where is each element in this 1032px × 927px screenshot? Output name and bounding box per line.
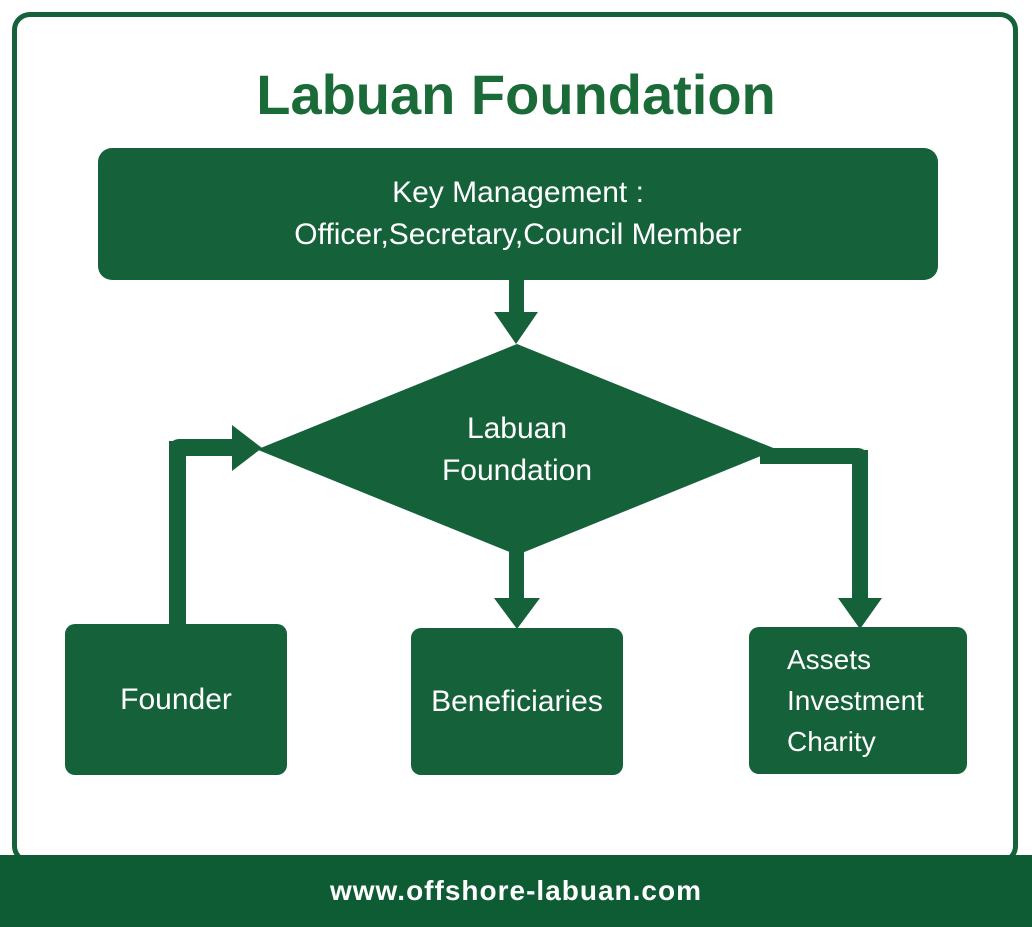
diamond-line2: Foundation [441, 453, 593, 487]
assets-line2: Investment [787, 685, 924, 716]
node-beneficiaries: Beneficiaries [411, 628, 623, 775]
diamond-line1: Labuan [466, 411, 568, 445]
arrowhead-down-icon [494, 598, 540, 629]
key-management-line2: Officer,Secretary,Council Member [294, 218, 742, 251]
connector-right-vertical-line [852, 450, 868, 599]
key-management-box: Key Management : Officer,Secretary,Counc… [98, 148, 938, 280]
arrowhead-down-icon [494, 312, 538, 344]
connector-right-horizontal-line [760, 448, 868, 464]
footer-bar: www.offshore-labuan.com [0, 855, 1032, 927]
node-assets-investment-charity: Assets Investment Charity [749, 627, 967, 774]
connector-bottom-line [509, 552, 524, 600]
arrowhead-down-icon [838, 598, 882, 629]
key-management-line1: Key Management : [392, 176, 644, 209]
beneficiaries-label: Beneficiaries [431, 684, 603, 718]
assets-line1: Assets [787, 644, 872, 675]
arrowhead-right-icon [232, 425, 262, 471]
website-url: www.offshore-labuan.com [330, 875, 702, 906]
founder-label: Founder [120, 682, 232, 716]
connector-top-line [509, 278, 524, 314]
assets-line3: Charity [787, 726, 876, 757]
page-title: Labuan Foundation [256, 63, 776, 126]
node-founder: Founder [65, 624, 287, 775]
connector-left-vertical-line [169, 441, 186, 624]
